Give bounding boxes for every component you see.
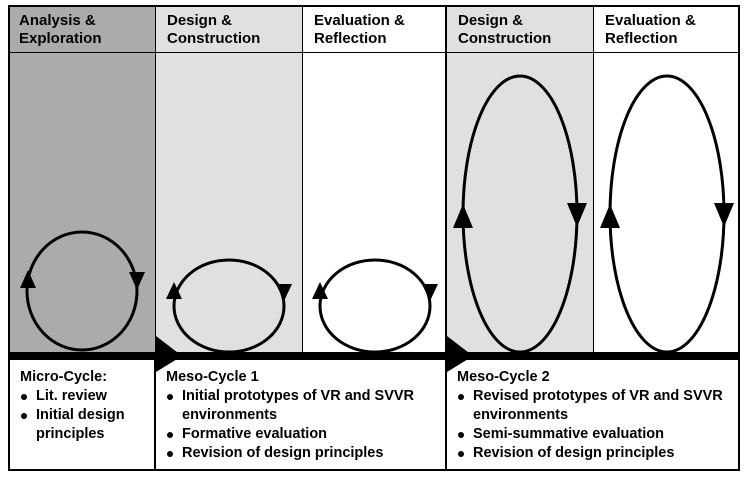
arrow-up-icon (312, 282, 328, 299)
list-item: Initial prototypes of VR and SVVR enviro… (166, 387, 445, 425)
micro-cycle-loop (25, 230, 139, 352)
phase-header: Design & Construction (156, 5, 303, 53)
phase-column-analysis (8, 5, 156, 355)
list-item: Revision of design principles (457, 444, 738, 463)
cycle-title: Micro-Cycle: (20, 369, 108, 385)
phase-header: Evaluation & Reflection (303, 5, 447, 53)
cycle-title: Meso-Cycle 2 (457, 369, 550, 385)
phase-column-evaluation-1 (303, 5, 447, 355)
timeline-arrow-icon (447, 336, 473, 372)
arrow-up-icon (20, 270, 36, 288)
arrow-down-icon (129, 272, 145, 290)
list-item: Revision of design principles (166, 444, 445, 463)
arrow-down-icon (714, 203, 734, 227)
timeline-arrow-icon (156, 336, 182, 372)
list-item: Initial design principles (20, 406, 154, 444)
list-item: Revised prototypes of VR and SVVR enviro… (457, 387, 738, 425)
meso-cycle-1-box: Meso-Cycle 1 Initial prototypes of VR an… (156, 360, 447, 471)
cycle-title: Meso-Cycle 1 (166, 369, 259, 385)
phase-column-evaluation-2 (594, 5, 740, 355)
arrow-up-icon (453, 204, 473, 228)
arrow-down-icon (422, 284, 438, 301)
phase-header: Analysis & Exploration (8, 5, 156, 53)
arrow-down-icon (567, 203, 587, 227)
phase-header: Design & Construction (447, 5, 594, 53)
arrow-down-icon (276, 284, 292, 301)
arrow-up-icon (600, 204, 620, 228)
list-item: Semi-summative evaluation (457, 425, 738, 444)
diagram-frame (8, 5, 740, 471)
arrow-up-icon (166, 282, 182, 299)
phase-column-design-2 (447, 5, 594, 355)
timeline-bar (10, 352, 740, 360)
list-item: Formative evaluation (166, 425, 445, 444)
phase-header: Evaluation & Reflection (594, 5, 740, 53)
list-item: Lit. review (20, 387, 154, 406)
